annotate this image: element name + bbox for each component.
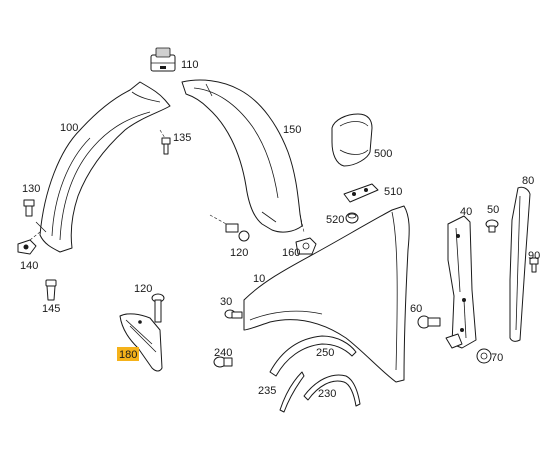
callout-180-highlight xyxy=(117,347,139,361)
screw-50[interactable] xyxy=(485,219,499,233)
callout-520: 520 xyxy=(326,214,344,226)
callout-230: 230 xyxy=(318,388,336,400)
callout-160: 160 xyxy=(282,247,300,259)
callout-510: 510 xyxy=(384,186,402,198)
callout-180: 180 xyxy=(119,349,137,361)
callout-90: 90 xyxy=(528,250,540,262)
clip-140[interactable] xyxy=(17,231,41,255)
bracket-500[interactable] xyxy=(331,113,373,167)
callout-120-lower: 120 xyxy=(134,283,152,295)
grommet-520[interactable] xyxy=(345,212,359,224)
callout-labels: 110 100 135 150 500 130 510 80 520 40 50… xyxy=(20,59,540,400)
bolt-120-upper[interactable] xyxy=(209,214,250,242)
bolt-60[interactable] xyxy=(417,315,441,329)
screw-130[interactable] xyxy=(23,199,35,217)
nut-160[interactable] xyxy=(295,237,317,255)
callout-60: 60 xyxy=(410,303,422,315)
wheel-arch-liner-100[interactable] xyxy=(35,81,171,253)
callout-130: 130 xyxy=(22,183,40,195)
callout-10: 10 xyxy=(253,273,265,285)
screw-135[interactable] xyxy=(159,129,171,155)
bolt-120-lower[interactable] xyxy=(151,293,165,323)
wheel-arch-liner-150[interactable] xyxy=(181,79,303,233)
clip-110[interactable] xyxy=(150,47,176,72)
mounting-bracket-40[interactable] xyxy=(447,215,477,349)
callout-500: 500 xyxy=(374,148,392,160)
callout-40: 40 xyxy=(460,206,472,218)
callout-70: 70 xyxy=(491,352,503,364)
front-fender-10[interactable] xyxy=(243,205,410,383)
callout-135: 135 xyxy=(173,132,191,144)
mud-flap-180[interactable] xyxy=(119,313,163,372)
push-clip-145[interactable] xyxy=(45,279,57,301)
callout-80: 80 xyxy=(522,175,534,187)
screw-240[interactable] xyxy=(213,356,233,368)
bracket-510[interactable] xyxy=(343,183,379,203)
callout-140: 140 xyxy=(20,260,38,272)
nut-70[interactable] xyxy=(445,333,492,364)
callout-120-upper: 120 xyxy=(230,247,248,259)
screw-30[interactable] xyxy=(224,309,243,319)
trim-230[interactable] xyxy=(303,374,361,407)
callout-150: 150 xyxy=(283,124,301,136)
clip-90[interactable] xyxy=(529,257,539,273)
callout-110: 110 xyxy=(181,59,199,71)
callout-145: 145 xyxy=(42,303,60,315)
seal-strip-80[interactable] xyxy=(509,186,531,342)
callout-240: 240 xyxy=(214,347,232,359)
callout-50: 50 xyxy=(487,204,499,216)
trim-235[interactable] xyxy=(279,371,305,413)
callout-100: 100 xyxy=(60,122,78,134)
trim-250[interactable] xyxy=(269,335,357,377)
callout-30: 30 xyxy=(220,296,232,308)
callout-250: 250 xyxy=(316,347,334,359)
callout-235: 235 xyxy=(258,385,276,397)
